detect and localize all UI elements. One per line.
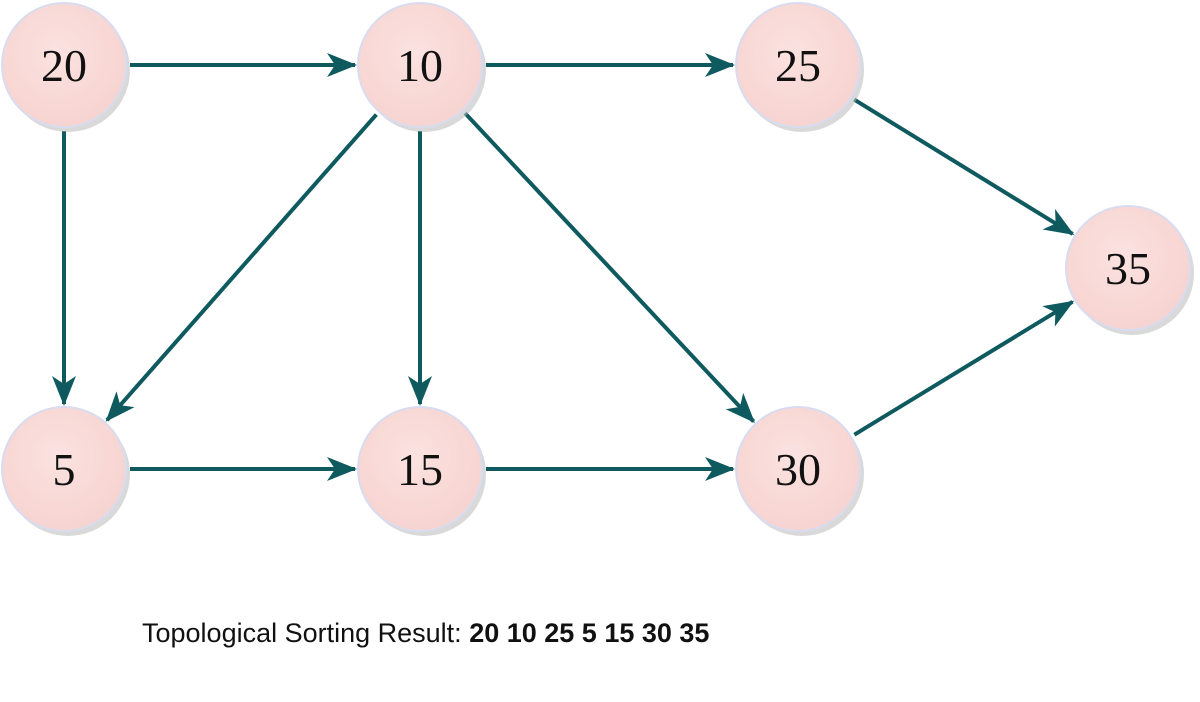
node-15: 15 bbox=[357, 406, 486, 536]
node-circle bbox=[357, 406, 483, 532]
node-circle bbox=[1, 406, 127, 532]
edges-layer bbox=[52, 53, 1075, 481]
node-label: 20 bbox=[41, 40, 87, 91]
node-circle bbox=[735, 2, 861, 128]
node-label: 15 bbox=[397, 444, 443, 495]
result-label: Topological Sorting Result: bbox=[142, 618, 462, 648]
node-20: 20 bbox=[1, 2, 130, 132]
edge-30-to-35 bbox=[853, 300, 1075, 437]
node-circle bbox=[735, 406, 861, 532]
edge-25-to-35 bbox=[853, 97, 1075, 236]
node-circle bbox=[1065, 205, 1191, 331]
topological-result: Topological Sorting Result: 20 10 25 5 1… bbox=[142, 618, 709, 649]
node-label: 35 bbox=[1105, 243, 1151, 294]
node-10: 10 bbox=[357, 2, 486, 132]
node-label: 5 bbox=[53, 444, 76, 495]
node-label: 10 bbox=[397, 40, 443, 91]
edge-10-to-30 bbox=[463, 111, 756, 423]
node-30: 30 bbox=[735, 406, 864, 536]
node-label: 30 bbox=[775, 444, 821, 495]
node-circle bbox=[357, 2, 483, 128]
nodes-layer: 20 10 25 35 5 15 30 bbox=[1, 2, 1194, 536]
result-order: 20 10 25 5 15 30 35 bbox=[469, 618, 710, 648]
node-circle bbox=[1, 2, 127, 128]
node-label: 25 bbox=[775, 40, 821, 91]
edge-10-to-5 bbox=[105, 113, 378, 422]
node-5: 5 bbox=[1, 406, 130, 536]
node-35: 35 bbox=[1065, 205, 1194, 335]
node-25: 25 bbox=[735, 2, 864, 132]
